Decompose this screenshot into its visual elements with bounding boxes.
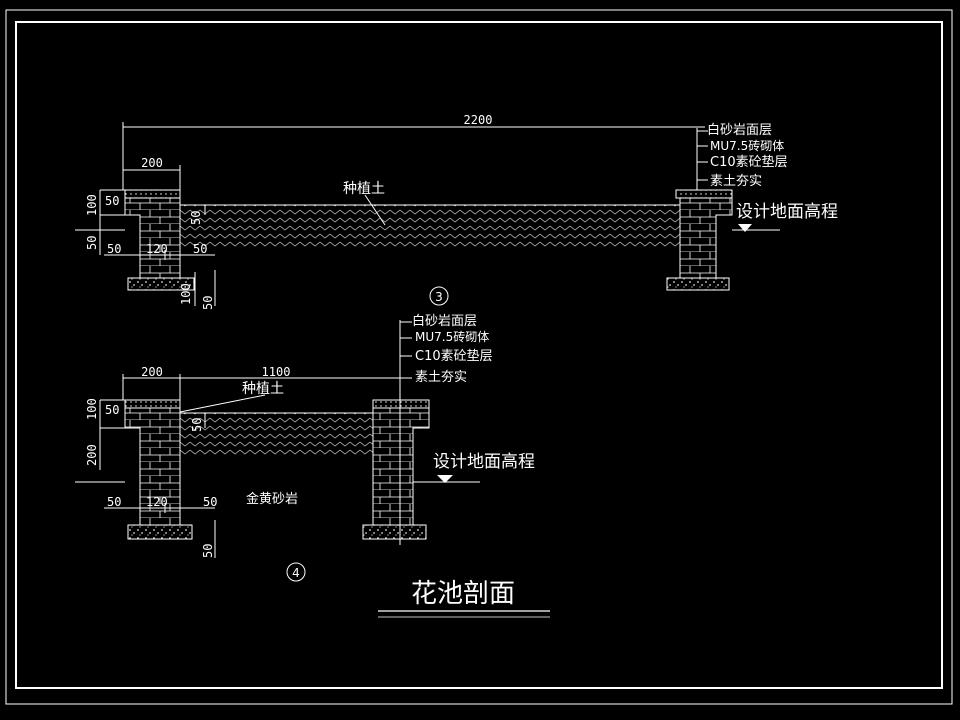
- dim-soil-50-3: 50: [189, 211, 203, 225]
- layer-1-3: 白砂岩面层: [707, 122, 772, 138]
- dim-cap-4: 50: [105, 403, 119, 417]
- layer-3-3: C10素砼垫层: [710, 154, 788, 170]
- dim-bottom-120-3: 120: [146, 242, 168, 256]
- layer-4-4: 素土夯实: [415, 370, 467, 385]
- dim-bottom-50b-3: 50: [193, 242, 207, 256]
- dim-found-50-3: 50: [201, 296, 215, 310]
- layer-4-3: 素土夯实: [710, 174, 762, 189]
- planting-soil-fill: [180, 205, 680, 247]
- dim-total-3: 2200: [464, 113, 493, 127]
- planting-soil-fill-4: [180, 413, 373, 456]
- dim-soil-50-4: 50: [190, 418, 204, 432]
- right-wall-3: [666, 189, 733, 291]
- section-3-labels: 2200 200 50 100 50 50 120 50 100 50 50: [85, 113, 492, 310]
- dim-bottom-50a-3: 50: [107, 242, 121, 256]
- dim-50-3: 50: [85, 236, 99, 250]
- svg-text:4: 4: [292, 566, 300, 580]
- dim-100-4: 100: [85, 398, 99, 420]
- layer-2-4: MU7.5砖砌体: [415, 329, 489, 344]
- section-4-drawing: [75, 320, 480, 558]
- soil-label-3: 种植土: [343, 181, 385, 197]
- dim-bottom-50a-4: 50: [107, 495, 121, 509]
- left-wall-4: [124, 399, 193, 540]
- marker-3: 3: [429, 286, 449, 306]
- dim-100-3: 100: [85, 194, 99, 216]
- left-wall-3: [124, 189, 195, 291]
- ground-label-4: 设计地面高程: [433, 452, 535, 472]
- title-text: 花池剖面: [411, 579, 515, 609]
- svg-text:3: 3: [435, 290, 443, 304]
- ground-label-3: 设计地面高程: [736, 202, 838, 222]
- dim-cap-3: 50: [105, 194, 119, 208]
- stone-label-4: 金黄砂岩: [246, 491, 298, 507]
- layer-1-4: 白砂岩面层: [412, 313, 477, 329]
- soil-label-4: 种植土: [242, 381, 284, 397]
- dim-bottom-50b-4: 50: [203, 495, 217, 509]
- section-3-drawing: [75, 122, 780, 306]
- dim-bottom-120-4: 120: [146, 495, 168, 509]
- drawing-frame: [5, 9, 953, 705]
- dim-wall-3: 200: [141, 156, 163, 170]
- section-4-labels: 200 1100 50 100 200 50 120 50 50 50: [85, 365, 290, 558]
- layer-2-3: MU7.5砖砌体: [710, 138, 784, 153]
- dim-found-50-4: 50: [201, 544, 215, 558]
- drawing-title: 花池剖面: [378, 579, 550, 618]
- dim-found-100-3: 100: [179, 283, 193, 305]
- marker-4: 4: [286, 562, 306, 582]
- dim-wall-4: 200: [141, 365, 163, 379]
- dim-span-4: 1100: [262, 365, 291, 379]
- dim-200-4: 200: [85, 444, 99, 466]
- right-wall-4: [362, 399, 430, 540]
- layer-3-4: C10素砼垫层: [415, 348, 493, 364]
